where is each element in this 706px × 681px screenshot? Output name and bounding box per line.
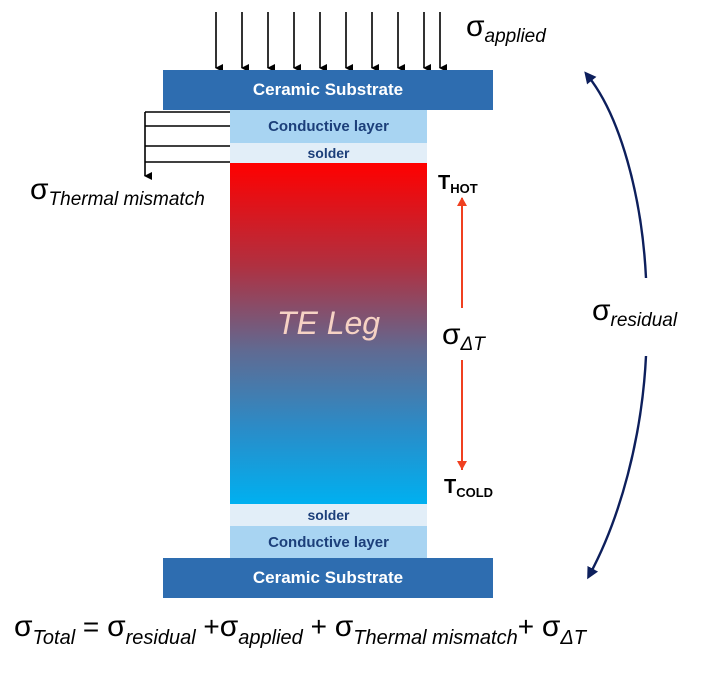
- delta-t-subscript: ΔT: [460, 334, 485, 355]
- t-cold-main: T: [444, 476, 457, 498]
- eq-sigma-total: σ: [14, 610, 33, 643]
- bottom-conductive-layer: Conductive layer: [230, 526, 427, 558]
- residual-stress-arrow: [584, 71, 648, 580]
- te-leg-label: TE Leg: [276, 305, 381, 341]
- sigma-symbol: σ: [466, 10, 485, 43]
- sigma-residual-label: σresidual: [592, 294, 677, 332]
- eq-residual-subscript: residual: [125, 627, 196, 649]
- total-stress-equation: σTotal = σresidual +σapplied + σThermal …: [14, 610, 586, 650]
- bottom-substrate-label: Ceramic Substrate: [252, 568, 404, 587]
- t-hot-subscript: HOT: [450, 181, 478, 196]
- top-solder-layer: solder: [230, 143, 427, 163]
- te-leg: TE Leg: [230, 163, 427, 504]
- eq-equals: =: [75, 611, 108, 642]
- top-solder-label: solder: [307, 145, 350, 161]
- eq-sigma-applied: σ: [219, 610, 239, 643]
- top-substrate-label: Ceramic Substrate: [252, 80, 404, 99]
- eq-sigma-delta: σ: [541, 610, 561, 643]
- bottom-ceramic-substrate: Ceramic Substrate: [163, 558, 493, 598]
- sigma-thermal-mismatch-label: σThermal mismatch: [30, 173, 205, 211]
- eq-thermal-subscript: Thermal mismatch: [353, 627, 518, 649]
- thermal-mismatch-subscript: Thermal mismatch: [48, 189, 205, 210]
- thermal-mismatch-bracket: [144, 111, 230, 180]
- sigma-symbol: σ: [442, 318, 461, 351]
- bottom-conductive-label: Conductive layer: [268, 533, 389, 551]
- bottom-solder-layer: solder: [230, 504, 427, 526]
- sigma-delta-t-label: σΔT: [442, 318, 485, 356]
- residual-subscript: residual: [610, 310, 678, 331]
- eq-applied-subscript: applied: [238, 627, 303, 649]
- sigma-applied-label: σapplied: [466, 10, 546, 48]
- sigma-symbol: σ: [30, 173, 49, 206]
- t-cold-label: TCOLD: [444, 476, 493, 500]
- top-conductive-label: Conductive layer: [268, 118, 389, 135]
- eq-delta-subscript: ΔT: [560, 627, 587, 649]
- applied-stress-arrows: [215, 12, 447, 72]
- eq-total-subscript: Total: [32, 627, 76, 649]
- eq-sigma-thermal: σ: [334, 610, 354, 643]
- top-ceramic-substrate: Ceramic Substrate: [163, 70, 493, 110]
- eq-sigma-residual: σ: [107, 610, 126, 643]
- bottom-solder-label: solder: [307, 507, 350, 523]
- sigma-symbol: σ: [592, 294, 611, 327]
- delta-t-arrows: [457, 197, 467, 470]
- t-hot-label: THOT: [438, 172, 478, 196]
- applied-subscript: applied: [484, 26, 546, 47]
- eq-plus-3: +: [517, 611, 542, 642]
- top-conductive-layer: Conductive layer: [230, 110, 427, 143]
- eq-plus-2: +: [302, 611, 335, 642]
- eq-plus-1: +: [195, 611, 220, 642]
- t-cold-subscript: COLD: [456, 485, 494, 500]
- t-hot-main: T: [438, 172, 451, 194]
